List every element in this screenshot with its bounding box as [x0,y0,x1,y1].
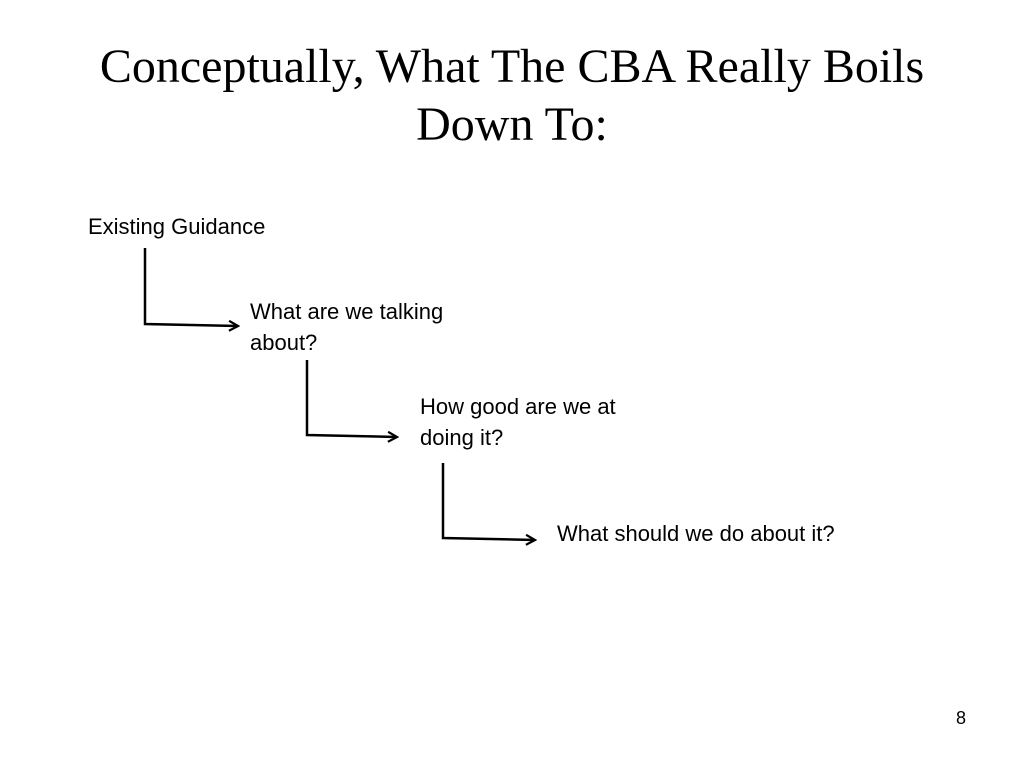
elbow-arrow-3 [441,463,535,540]
title-line-2: Down To: [416,98,608,151]
step-existing-guidance: Existing Guidance [88,214,266,239]
elbow-arrow-2 [305,360,397,437]
step-what-are-we-talking-about: What are we talking about? [250,299,444,355]
elbow-arrow-1 [143,248,238,326]
title-line-1: Conceptually, What The CBA Really Boils [99,40,925,93]
step-how-good-are-we: How good are we at doing it? [420,394,616,450]
step-what-should-we-do: What should we do about it? [557,521,835,546]
slide-number: 8 [955,708,966,728]
slide-title: Conceptually, What The CBA Really Boils … [0,38,1024,154]
